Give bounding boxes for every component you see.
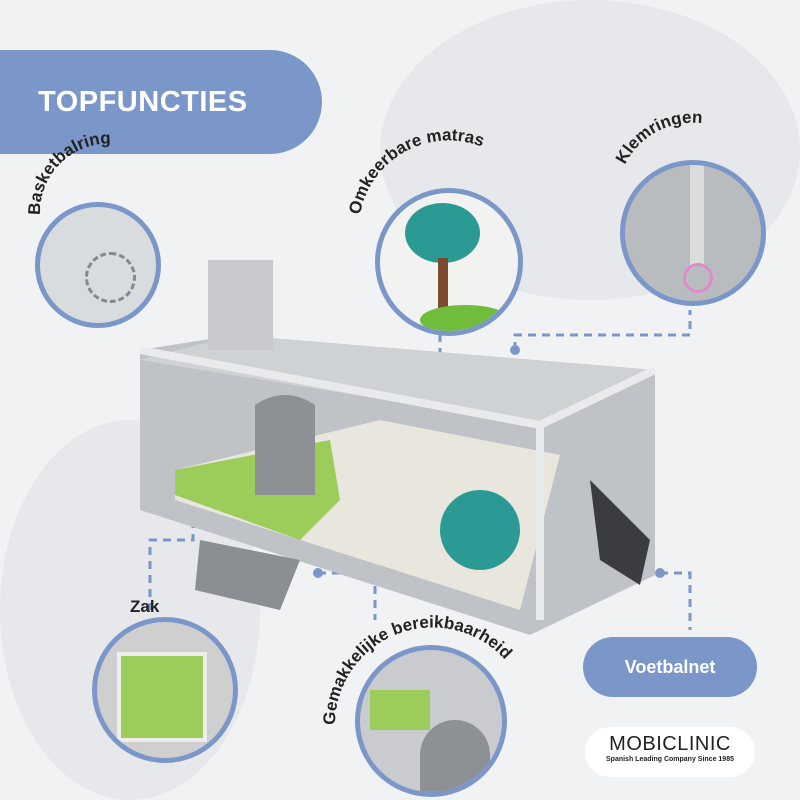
easy-access-photo [355,645,507,797]
basketball-hoop-photo [35,202,161,328]
feature-label-bag: Zak [130,597,160,616]
logo-tagline: Spanish Leading Company Since 1985 [606,756,734,763]
logo-brand: MOBICLINIC [609,733,731,755]
feature-label-football-net: Voetbalnet [583,637,757,697]
page-title: TOPFUNCTIES [38,85,248,118]
title-banner: TOPFUNCTIES [0,50,322,154]
storage-bag-photo [92,617,238,763]
reversible-mattress-photo [375,188,523,336]
mobiclinic-logo: MOBICLINIC Spanish Leading Company Since… [585,727,755,777]
feature-label-clips: Klemringen [612,108,703,167]
clip-rings-photo [620,160,766,306]
playpen [139,260,657,635]
